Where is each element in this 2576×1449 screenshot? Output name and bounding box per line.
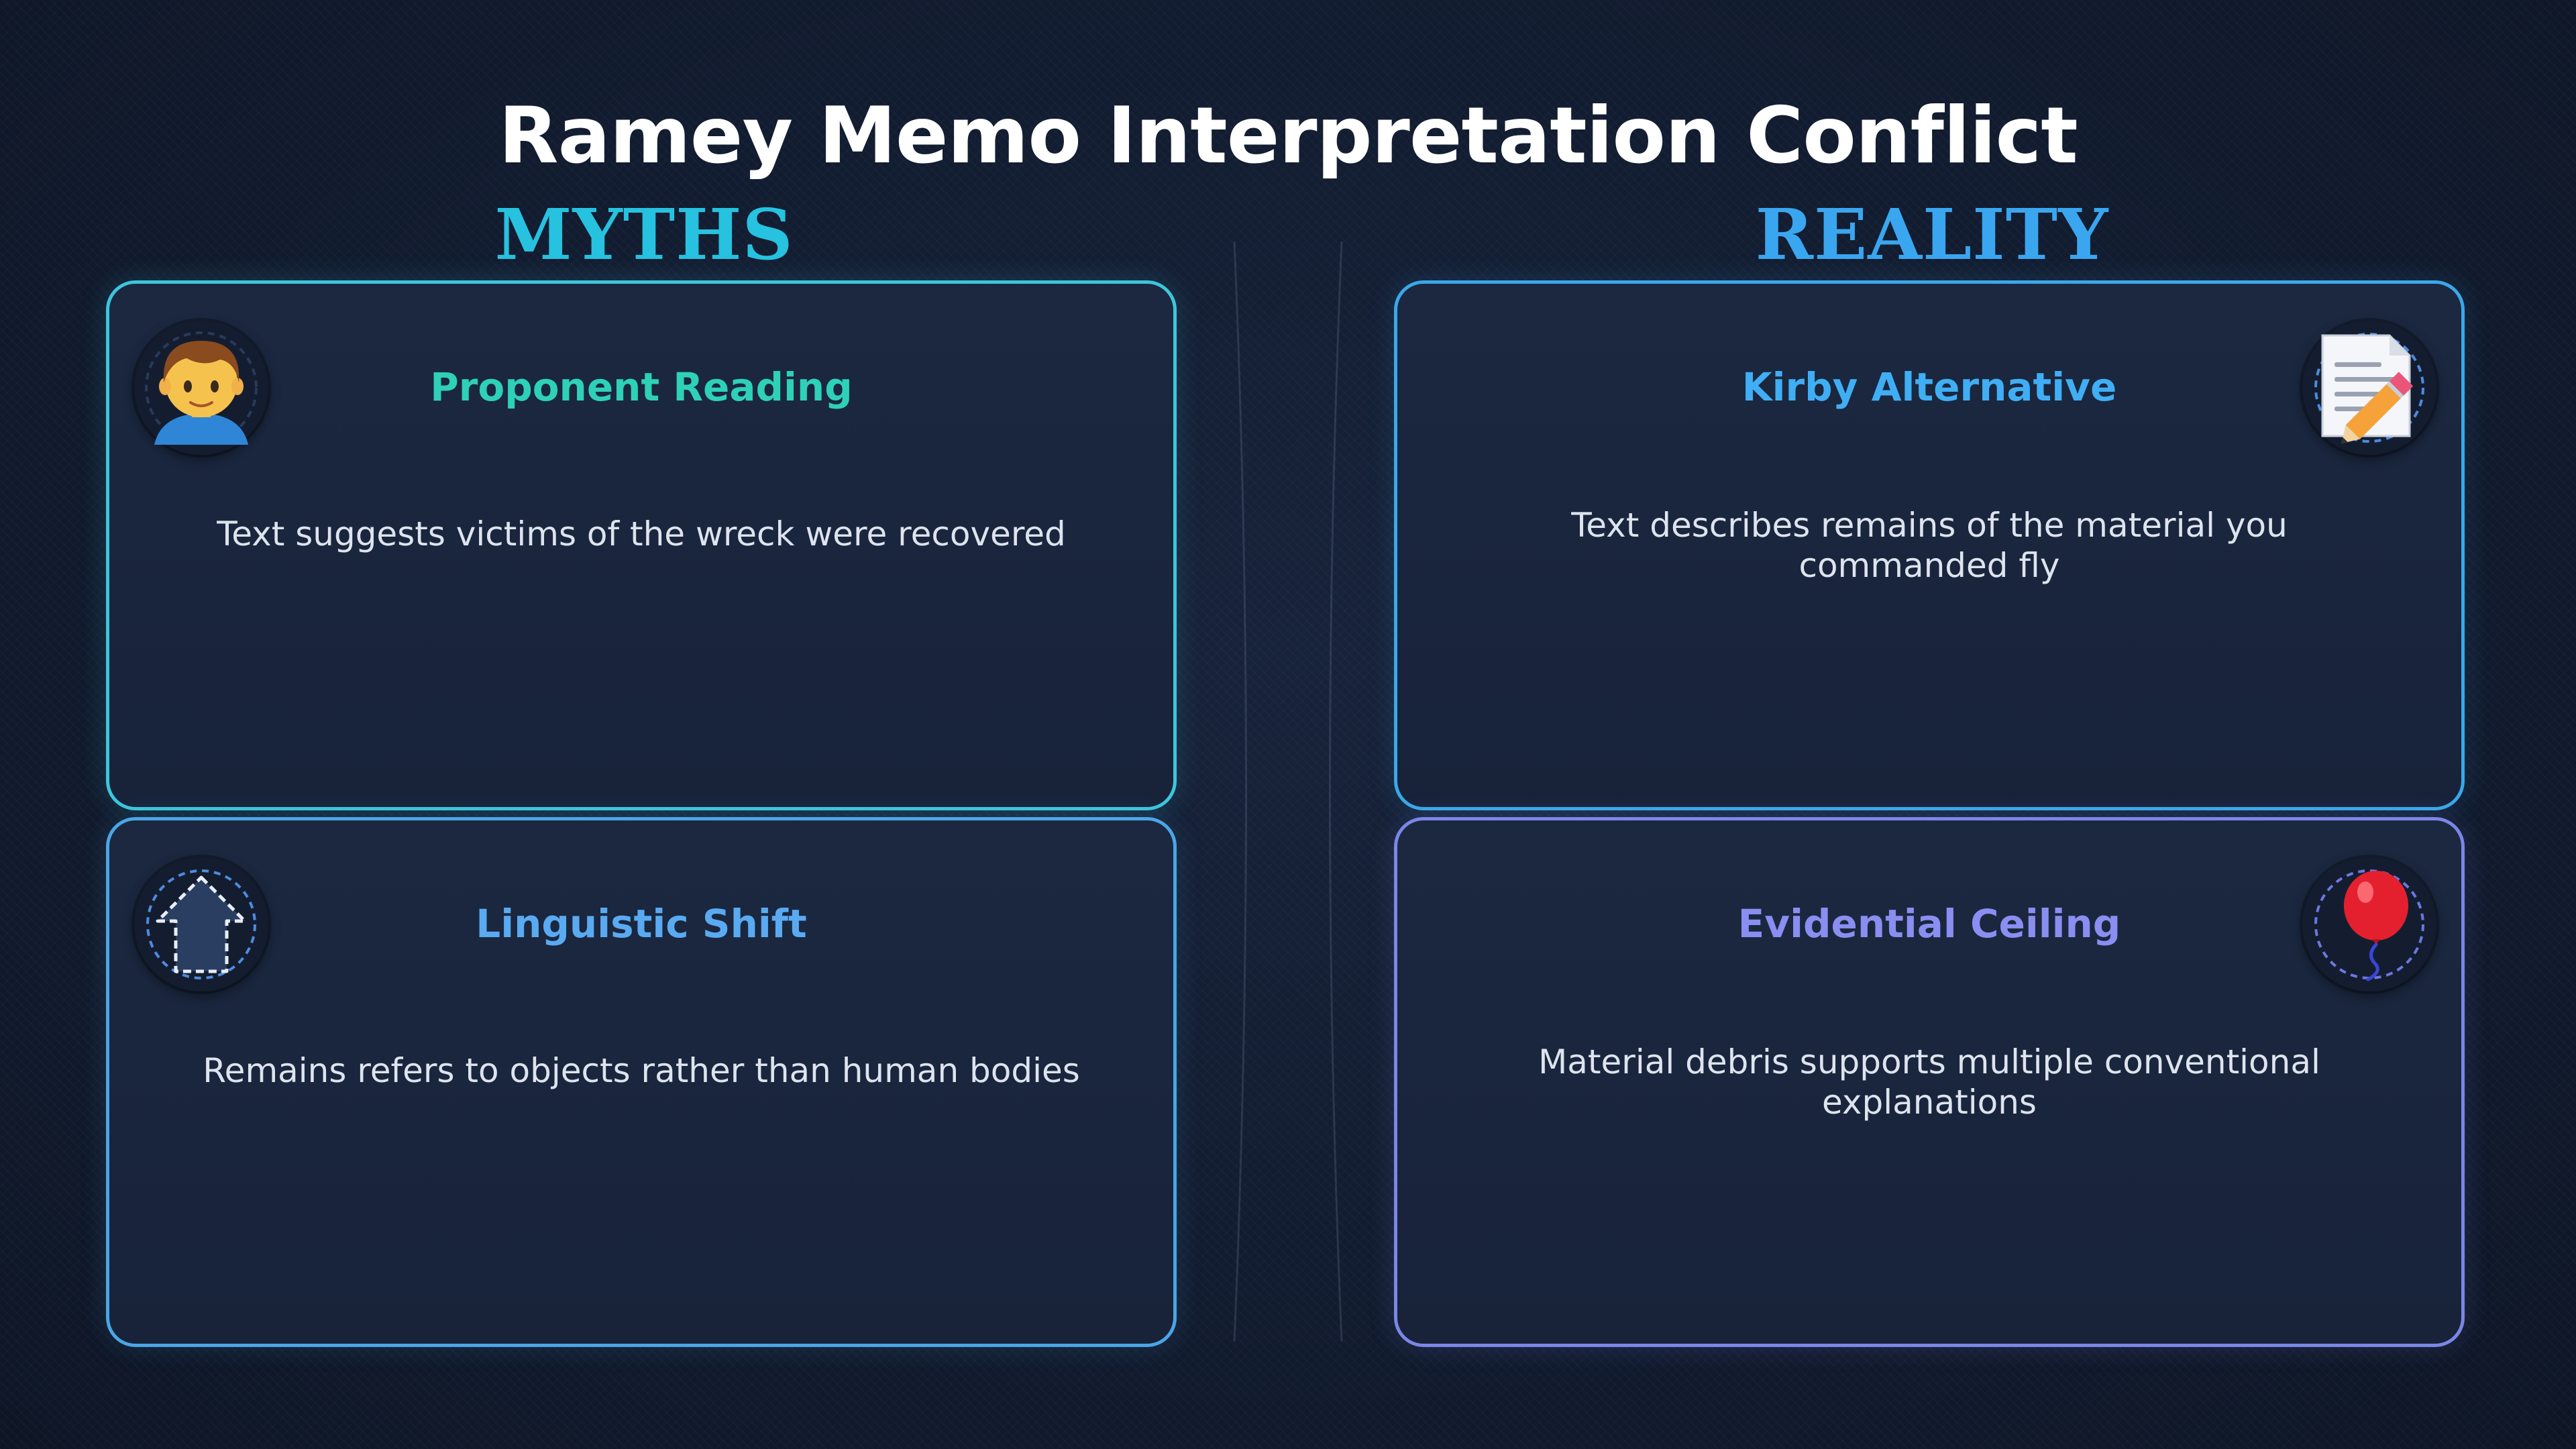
card-evidential-ceiling: Evidential Ceiling Material debris suppo…	[1394, 817, 2465, 1347]
card-linguistic-shift: Linguistic Shift Remains refers to objec…	[106, 817, 1177, 1347]
card-title: Linguistic Shift	[476, 901, 807, 947]
card-description: Remains refers to objects rather than hu…	[203, 1051, 1080, 1090]
page-title: Ramey Memo Interpretation Conflict	[498, 91, 2078, 181]
myths-header: MYTHS	[494, 193, 794, 276]
card-description: Text suggests victims of the wreck were …	[217, 515, 1066, 553]
card-title: Kirby Alternative	[1741, 364, 2117, 410]
person-icon	[134, 321, 268, 455]
balloon-icon	[2302, 857, 2436, 991]
card-title: Evidential Ceiling	[1737, 901, 2121, 947]
reality-header: REALITY	[1755, 193, 2109, 276]
card-proponent-reading: Proponent Reading Text suggests victims …	[106, 280, 1177, 810]
center-divider	[1233, 241, 1343, 1342]
card-kirby-alternative: Kirby Alternative Text describes remains…	[1394, 280, 2465, 810]
memo-pencil-icon	[2302, 321, 2436, 455]
card-description: Text describes remains of the material y…	[1571, 506, 2288, 585]
up-arrow-icon	[134, 857, 268, 991]
card-description: Material debris supports multiple conven…	[1538, 1042, 2320, 1122]
card-title: Proponent Reading	[430, 364, 853, 410]
